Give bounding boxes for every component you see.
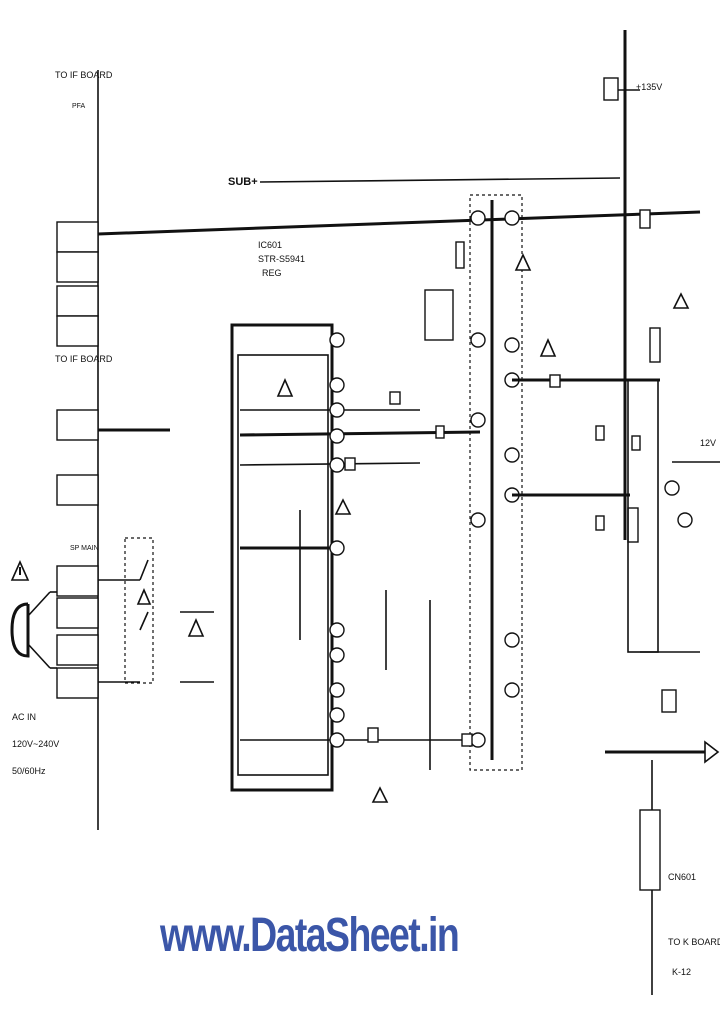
ac-freq-label: 50/60Hz <box>12 766 46 776</box>
watermark-text: www.DataSheet.in <box>160 909 460 962</box>
to-if-board-label-mid: TO IF BOARD <box>55 354 113 364</box>
sp-main-label: SP MAIN <box>70 545 99 552</box>
transformer <box>469 194 660 771</box>
ic-part-label: STR-S5941 <box>258 254 305 264</box>
left-connector-block: TO IF BOARD PFA TO IF BOARD SP MAIN <box>55 70 113 830</box>
power-switch <box>98 537 154 684</box>
right-output-section: 12V CN601 TO K BOARD K-12 <box>605 379 720 995</box>
top-wiring: SUB+ +135V <box>97 30 701 540</box>
caution-triangle-icon <box>10 560 30 581</box>
ac-plug-icon <box>10 591 57 669</box>
k-board-id-label: K-12 <box>672 967 691 977</box>
ac-in-label: AC IN <box>12 712 36 722</box>
out-voltage-label: 12V <box>700 438 716 448</box>
ac-voltage-label: 120V~240V <box>12 739 59 749</box>
secondary-components <box>187 209 690 803</box>
ic-pins <box>329 332 345 748</box>
rail-voltage-label: +135V <box>636 82 662 92</box>
ic-function-label: REG <box>262 268 282 278</box>
pfa-label: PFA <box>72 103 86 110</box>
output-arrow-icon <box>704 740 720 764</box>
to-k-board-label: TO K BOARD <box>668 937 720 947</box>
sub-b-label: SUB+ <box>228 176 258 188</box>
line-label: CN601 <box>668 872 696 882</box>
to-if-board-label-top: TO IF BOARD <box>55 70 113 80</box>
lower-wiring <box>180 510 431 770</box>
ic-name-label: IC601 <box>258 240 282 250</box>
